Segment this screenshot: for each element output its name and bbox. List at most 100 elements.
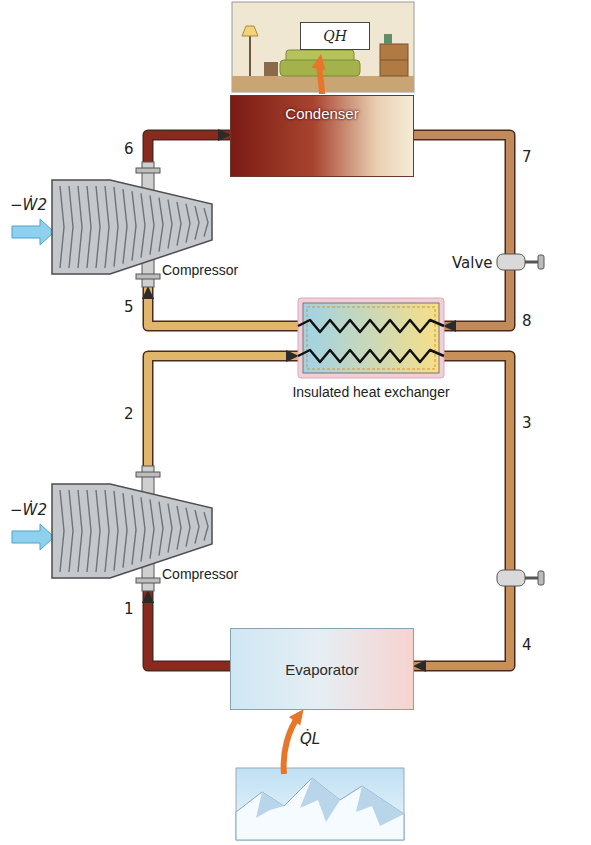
blade-line: [204, 208, 208, 237]
blade-line: [87, 186, 91, 268]
callout-number: 8: [522, 312, 532, 330]
blade-line: [159, 502, 163, 556]
mountain-shadow: [256, 792, 284, 818]
blade-line: [78, 490, 82, 572]
plant-pot: [384, 34, 392, 44]
blade-line: [141, 193, 145, 257]
blade-line: [114, 491, 118, 571]
blade-line: [177, 506, 181, 550]
pipe-outline: [414, 356, 510, 666]
blade-line: [69, 490, 73, 572]
blade-line: [186, 204, 190, 243]
blade-line: [159, 198, 163, 252]
refrigerant-pipe: [148, 591, 230, 666]
heat-exchanger: Insulated heat exchanger: [298, 298, 444, 378]
flange: [136, 274, 160, 279]
blade-line: [87, 490, 91, 572]
callout-number: 3: [522, 414, 532, 432]
flange: [136, 472, 160, 477]
blade-line: [123, 189, 127, 264]
pipe-outline: [148, 135, 230, 162]
symbol-label: Q̇L: [300, 730, 320, 748]
node-label: Insulated heat exchanger: [292, 384, 450, 401]
blade-line: [186, 508, 190, 547]
blade-line: [150, 195, 154, 254]
flange: [136, 168, 160, 173]
exchanger-outline: [298, 298, 444, 378]
blade-line: [132, 191, 136, 260]
cabinet-shelf: [380, 60, 408, 61]
exchanger-core: [303, 303, 439, 373]
blade-line: [69, 186, 73, 268]
side-table: [264, 62, 278, 76]
refrigerant-pipe: [414, 356, 510, 666]
heat-out-arrow: [319, 60, 322, 94]
pipe-outline: [148, 287, 298, 326]
node-label: Evaporator: [285, 661, 358, 678]
callout-number: 6: [124, 140, 134, 158]
evaporator-box: Evaporator: [230, 628, 414, 710]
blade-line: [105, 186, 109, 268]
insulation: [298, 298, 444, 378]
symbol-label: −Ẇ2: [10, 196, 47, 214]
blade-line: [195, 510, 199, 544]
coil-line: [298, 320, 444, 332]
callout-number: 4: [522, 636, 532, 654]
compressor-body: [52, 180, 212, 274]
blade-line: [96, 490, 100, 572]
blade-line: [168, 200, 172, 249]
node-label: Compressor: [162, 262, 238, 278]
work-arrow: [12, 524, 54, 550]
blade-line: [96, 186, 100, 268]
pipe-outline: [148, 591, 230, 666]
blade-line: [60, 490, 64, 572]
flange: [136, 578, 160, 583]
node-label: Compressor: [162, 566, 238, 582]
blade-line: [204, 512, 208, 541]
callout-number: 1: [124, 600, 134, 618]
pipe-outline: [148, 356, 298, 466]
heat-in-arrow: [284, 714, 300, 774]
blade-line: [150, 499, 154, 558]
refrigerant-pipe: [148, 356, 298, 466]
callout-number: 5: [124, 298, 134, 316]
coil-line: [298, 350, 444, 362]
valve-symbol: [497, 254, 544, 270]
blade-line: [60, 186, 64, 268]
blade-line: [141, 497, 145, 561]
lamp-shade: [242, 26, 258, 36]
condenser-box: Condenser: [230, 95, 414, 177]
blade-line: [78, 186, 82, 268]
mountain-picture: [236, 768, 404, 840]
node-label: Condenser: [285, 105, 358, 122]
valve-symbol: [497, 570, 544, 586]
mountain-shadow: [300, 778, 340, 822]
refrigerant-pipe: [148, 135, 230, 162]
blade-line: [132, 495, 136, 564]
node-label: QH: [323, 28, 347, 44]
compressor-body: [52, 484, 212, 578]
compressor: Compressor: [50, 466, 215, 591]
blade-line: [123, 493, 127, 568]
blade-line: [114, 187, 118, 267]
heat-sign: QH: [300, 22, 370, 50]
blade-line: [177, 202, 181, 246]
mountains: [236, 778, 404, 840]
lamp-stand: [249, 34, 251, 76]
sky: [236, 768, 404, 840]
refrigerant-pipe: [148, 287, 298, 326]
blade-line: [105, 490, 109, 572]
blade-line: [195, 206, 199, 240]
mountain-shadow: [356, 786, 404, 826]
blade-line: [168, 504, 172, 553]
compressor: Compressor: [50, 162, 215, 287]
refrigerant-pipe: [414, 135, 510, 326]
callout-number: 7: [522, 148, 532, 166]
symbol-label: −Ẇ2: [10, 501, 47, 519]
work-arrow: [12, 219, 54, 245]
callout-number: 2: [124, 405, 134, 423]
callout-number: Valve: [452, 254, 493, 272]
heat-exchanger-symbol: [298, 298, 444, 378]
cabinet: [380, 44, 408, 76]
